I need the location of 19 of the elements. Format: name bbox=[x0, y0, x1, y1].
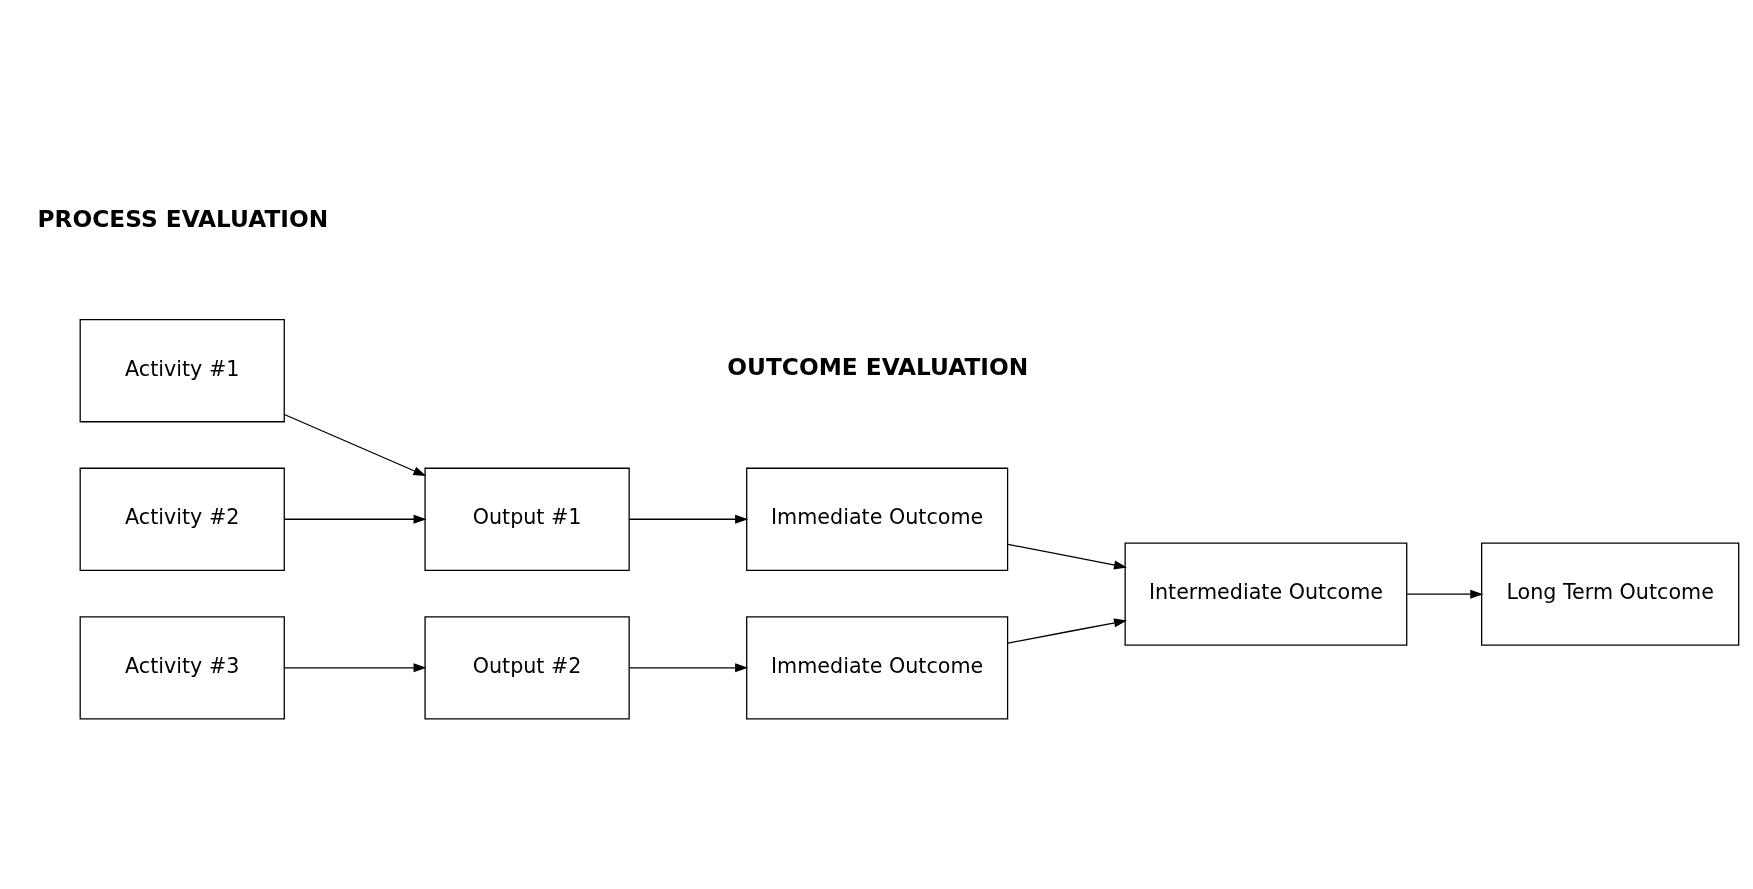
arrow bbox=[283, 514, 427, 524]
node-box: Activity #2 bbox=[79, 467, 285, 571]
node-box: Activity #1 bbox=[79, 318, 285, 422]
arrow bbox=[1406, 589, 1484, 599]
node-box: Immediate Outcome bbox=[746, 615, 1009, 719]
node-box: Output #2 bbox=[424, 615, 630, 719]
node-box: Intermediate Outcome bbox=[1124, 542, 1408, 646]
node-box: Long Term Outcome bbox=[1481, 542, 1740, 646]
node-box: Output #1 bbox=[424, 467, 630, 571]
arrow bbox=[1007, 617, 1127, 644]
label: OUTCOME EVALUATION bbox=[727, 352, 1029, 380]
node-box: Immediate Outcome bbox=[746, 467, 1009, 571]
arrow bbox=[628, 514, 749, 524]
arrow bbox=[1007, 543, 1127, 569]
arrow bbox=[628, 662, 749, 672]
arrow bbox=[283, 662, 427, 672]
node-box: Activity #3 bbox=[79, 615, 285, 719]
arrow bbox=[283, 413, 427, 476]
label: PROCESS EVALUATION bbox=[37, 204, 329, 232]
